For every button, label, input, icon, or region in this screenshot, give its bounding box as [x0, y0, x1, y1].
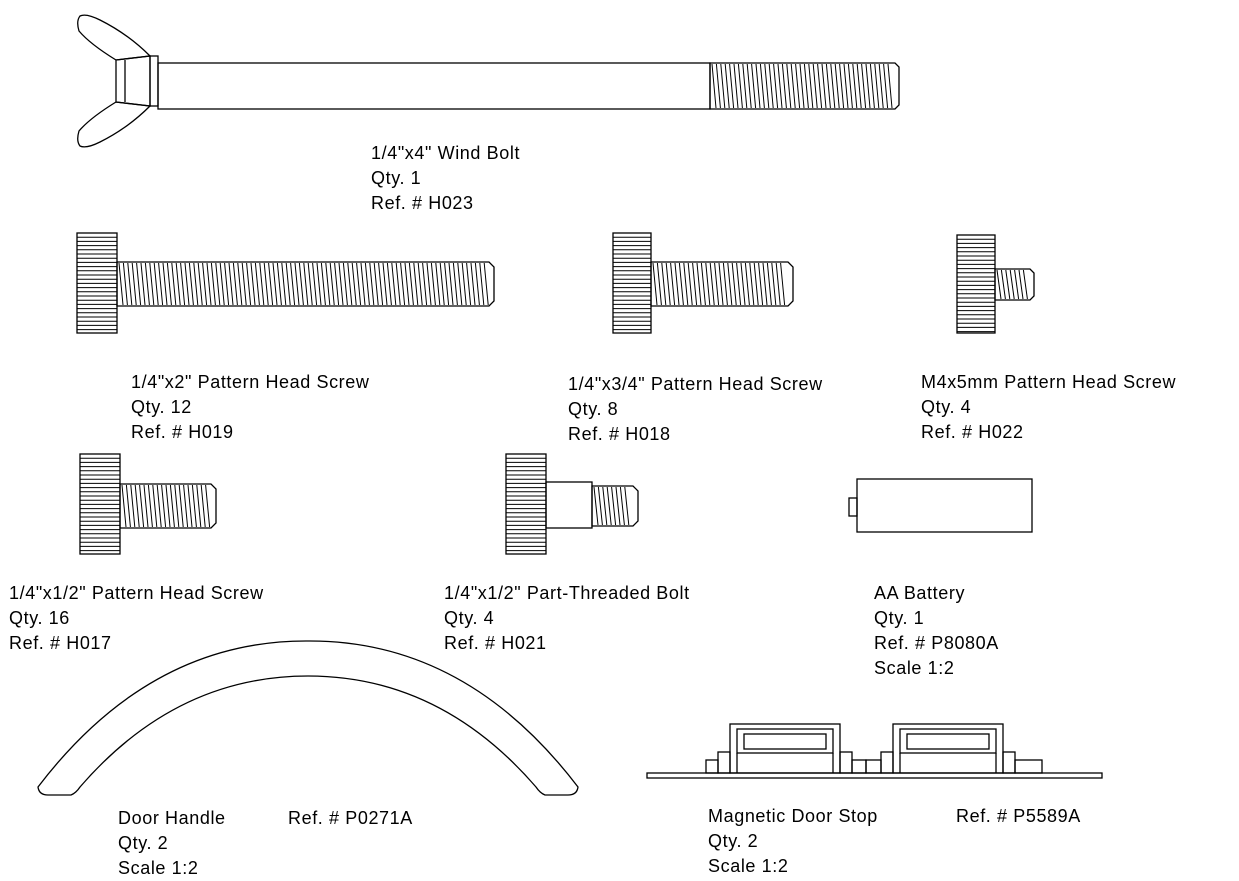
- part-qty: Qty. 4: [921, 397, 972, 417]
- part-qty: Qty. 4: [444, 608, 495, 628]
- part-ref: Ref. # H023: [371, 193, 474, 213]
- part-ref: Ref. # H021: [444, 633, 547, 653]
- part-qty: Qty. 16: [9, 608, 70, 628]
- wing-bolt-label: 1/4"x4" Wind Bolt Qty. 1 Ref. # H023: [371, 141, 520, 216]
- door-handle-label: Door Handle Qty. 2 Scale 1:2: [118, 806, 226, 881]
- part-scale: Scale 1:2: [118, 858, 199, 878]
- part-ref: Ref. # H018: [568, 424, 671, 444]
- part-scale: Scale 1:2: [708, 856, 789, 876]
- screw-h018-label: 1/4"x3/4" Pattern Head Screw Qty. 8 Ref.…: [568, 372, 823, 447]
- part-qty: Qty. 2: [118, 833, 169, 853]
- part-qty: Qty. 1: [874, 608, 925, 628]
- part-name: 1/4"x2" Pattern Head Screw: [131, 372, 370, 392]
- part-name: AA Battery: [874, 583, 966, 603]
- part-ref: Ref. # H022: [921, 422, 1024, 442]
- part-name: Magnetic Door Stop: [708, 806, 878, 826]
- part-name: 1/4"x1/2" Pattern Head Screw: [9, 583, 264, 603]
- part-scale: Scale 1:2: [874, 658, 955, 678]
- part-name: Door Handle: [118, 808, 226, 828]
- magnetic-door-stop-ref: Ref. # P5589A: [956, 806, 1081, 826]
- screw-h022-label: M4x5mm Pattern Head Screw Qty. 4 Ref. # …: [921, 370, 1176, 445]
- screw-h019-label: 1/4"x2" Pattern Head Screw Qty. 12 Ref. …: [131, 370, 370, 445]
- door-handle-ref: Ref. # P0271A: [288, 808, 413, 828]
- magnetic-door-stop-label: Magnetic Door Stop Qty. 2 Scale 1:2: [708, 804, 878, 879]
- bolt-h021-label: 1/4"x1/2" Part-Threaded Bolt Qty. 4 Ref.…: [444, 581, 690, 656]
- part-name: M4x5mm Pattern Head Screw: [921, 372, 1177, 392]
- part-name: 1/4"x3/4" Pattern Head Screw: [568, 374, 823, 394]
- part-name: 1/4"x1/2" Part-Threaded Bolt: [444, 583, 690, 603]
- part-qty: Qty. 2: [708, 831, 759, 851]
- part-ref: Ref. # H017: [9, 633, 112, 653]
- part-name: 1/4"x4" Wind Bolt: [371, 143, 521, 163]
- part-qty: Qty. 1: [371, 168, 422, 188]
- aa-battery-label: AA Battery Qty. 1 Ref. # P8080A Scale 1:…: [874, 581, 999, 681]
- part-ref: Ref. # P8080A: [874, 633, 999, 653]
- part-qty: Qty. 8: [568, 399, 619, 419]
- screw-h017-label: 1/4"x1/2" Pattern Head Screw Qty. 16 Ref…: [9, 581, 264, 656]
- part-ref: Ref. # H019: [131, 422, 234, 442]
- part-qty: Qty. 12: [131, 397, 192, 417]
